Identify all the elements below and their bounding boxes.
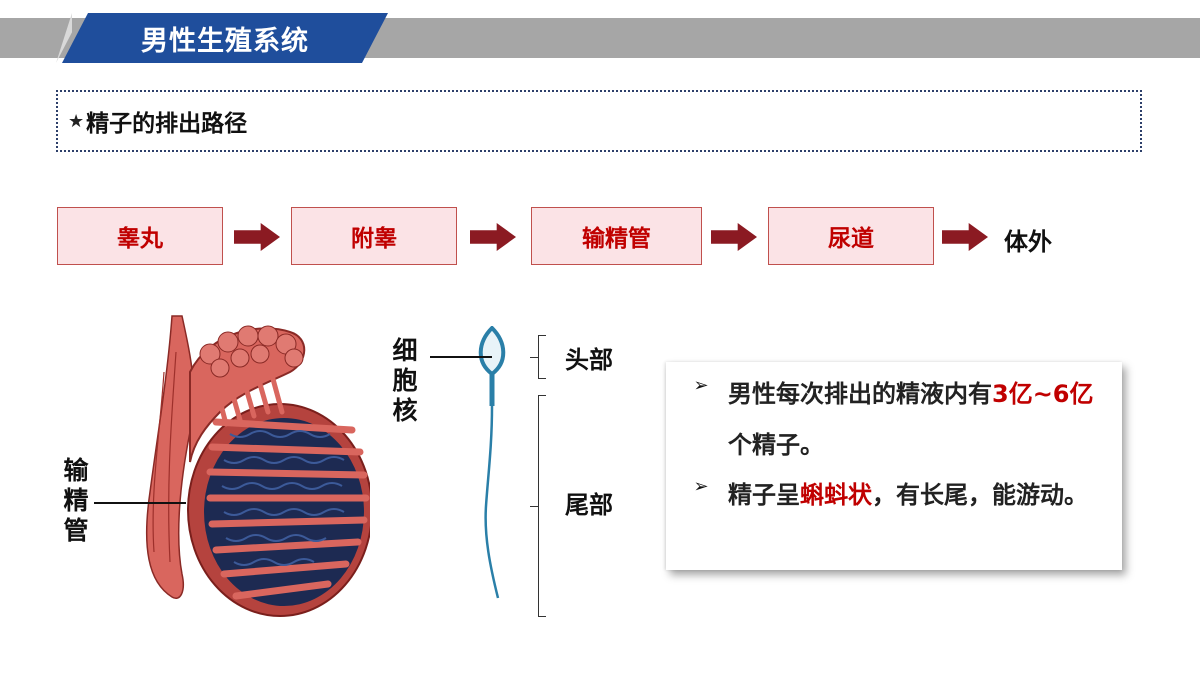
right-arrow-icon: [711, 223, 757, 251]
bullet-1-part-b: 个精子。: [728, 431, 824, 459]
section-title: 精子的排出路径: [86, 111, 248, 137]
arrow-bullet-icon: ➢: [693, 476, 709, 497]
cell-nucleus-label: 细胞核: [392, 336, 418, 425]
bullet-1-text: 男性每次排出的精液内有3亿~6亿个精子。: [728, 369, 1112, 471]
flow-end-outside: 体外: [1004, 228, 1052, 256]
flow-step-urethra: 尿道: [768, 207, 934, 265]
bullet-1-part-a: 男性每次排出的精液内有: [728, 380, 992, 408]
testis-illustration: [145, 315, 370, 617]
arrow-bullet-icon: ➢: [693, 375, 709, 396]
info-bullet-1: ➢ 男性每次排出的精液内有3亿~6亿个精子。: [674, 369, 1114, 471]
bullet-2-highlight: 蝌蚪状: [800, 481, 872, 509]
head-label: 头部: [565, 346, 613, 374]
nucleus-leader-line: [430, 356, 492, 358]
page-title: 男性生殖系统: [141, 25, 309, 57]
title-tab: [62, 13, 388, 63]
vas-deferens-label: 输精管: [63, 456, 89, 545]
right-arrow-icon: [234, 223, 280, 251]
info-bullet-2: ➢ 精子呈蝌蚪状，有长尾，能游动。: [674, 470, 1114, 521]
vas-deferens-leader-line: [94, 502, 186, 504]
right-arrow-icon: [470, 223, 516, 251]
flow-step-epididymis: 附睾: [291, 207, 457, 265]
info-card: ➢ 男性每次排出的精液内有3亿~6亿个精子。 ➢ 精子呈蝌蚪状，有长尾，能游动。: [666, 362, 1122, 570]
bullet-1-highlight: 3亿~6亿: [992, 380, 1094, 408]
head-bracket: [530, 335, 546, 379]
star-icon: ★: [68, 110, 85, 132]
bullet-2-part-a: 精子呈: [728, 481, 800, 509]
tail-label: 尾部: [565, 491, 613, 519]
sperm-illustration: [478, 326, 506, 599]
section-heading-box: ★ 精子的排出路径: [56, 90, 1142, 152]
tail-bracket: [530, 395, 546, 617]
flow-step-testis: 睾丸: [57, 207, 223, 265]
flow-step-vas-deferens: 输精管: [531, 207, 702, 265]
bullet-2-part-b: ，有长尾，能游动。: [872, 481, 1088, 509]
right-arrow-icon: [942, 223, 988, 251]
bullet-2-text: 精子呈蝌蚪状，有长尾，能游动。: [728, 470, 1102, 521]
